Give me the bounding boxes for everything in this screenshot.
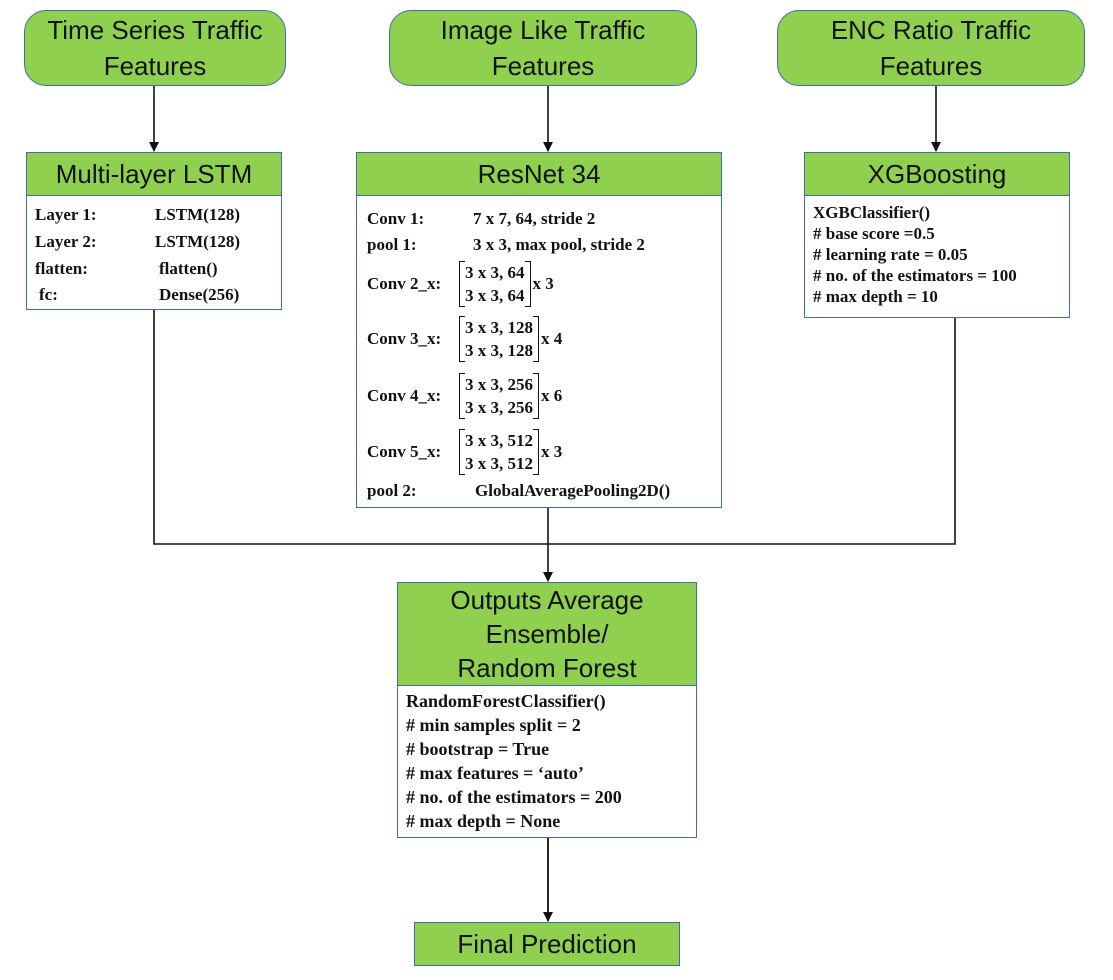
resnet-block-repeat: x 3 [532, 274, 554, 293]
xgb-param: XGBClassifier() [813, 203, 931, 222]
lstm-row-value: LSTM(128) [155, 232, 240, 251]
line-lstm-to-merge [153, 310, 548, 545]
ensemble-param: # bootstrap = True [406, 739, 550, 759]
matrix-bottom: 3 x 3, 512 [465, 454, 533, 473]
xgb-param: # no. of the estimators = 100 [813, 266, 1017, 285]
final-prediction-box: Final Prediction [414, 922, 680, 966]
matrix-top: 3 x 3, 256 [465, 375, 533, 394]
xgb-param: # max depth = 10 [813, 287, 938, 306]
resnet-block: Conv 3_x: 3 x 3, 128 3 x 3, 128 x 4 [367, 316, 562, 362]
lstm-row-value: flatten() [159, 259, 218, 278]
input-image-like-features: Image Like Traffic Features [389, 10, 697, 86]
lstm-title: Multi-layer LSTM [27, 153, 281, 196]
matrix-bottom: 3 x 3, 256 [465, 398, 533, 417]
matrix-bracket: 3 x 3, 128 3 x 3, 128 [459, 316, 539, 362]
resnet-block: Conv 5_x: 3 x 3, 512 3 x 3, 512 x 3 [367, 429, 562, 475]
ensemble-param: # max depth = None [406, 811, 561, 831]
lstm-row-label: flatten: [35, 259, 88, 278]
lstm-row-value: Dense(256) [159, 285, 240, 304]
resnet-block-repeat: x 6 [541, 386, 563, 405]
ensemble-param: # max features = ‘auto’ [406, 763, 584, 783]
ensemble-param: RandomForestClassifier() [406, 691, 606, 711]
matrix-bottom: 3 x 3, 128 [465, 341, 533, 360]
matrix-bottom: 3 x 3, 64 [465, 286, 525, 305]
input-time-series-features: Time Series Traffic Features [24, 10, 286, 86]
resnet-block-label: Conv 5_x: [367, 442, 442, 461]
lstm-box: Multi-layer LSTM Layer 1: LSTM(128) Laye… [26, 152, 282, 310]
lstm-row-label: Layer 2: [35, 232, 97, 251]
ensemble-param: # no. of the estimators = 200 [406, 787, 622, 807]
matrix-bracket: 3 x 3, 256 3 x 3, 256 [459, 373, 539, 419]
xgb-title: XGBoosting [805, 153, 1069, 196]
ensemble-box: Outputs Average Ensemble/ Random Forest … [397, 582, 697, 838]
matrix-top: 3 x 3, 512 [465, 431, 533, 450]
resnet-block-label: Conv 3_x: [367, 329, 442, 348]
resnet-row-value: 3 x 3, max pool, stride 2 [473, 235, 645, 254]
xgb-param: # learning rate = 0.05 [813, 245, 968, 264]
xgb-param: # base score =0.5 [813, 224, 935, 243]
lstm-row-label: fc: [39, 285, 58, 304]
resnet-row-label: pool 1: [367, 235, 417, 254]
matrix-top: 3 x 3, 128 [465, 318, 533, 337]
line-xgb-to-merge [548, 318, 956, 545]
resnet-block-label: Conv 2_x: [367, 274, 442, 293]
resnet-row-label: pool 2: [367, 481, 417, 500]
lstm-row-label: Layer 1: [35, 205, 97, 224]
resnet-row-label: Conv 1: [367, 209, 425, 228]
matrix-top: 3 x 3, 64 [465, 263, 525, 282]
resnet-block-repeat: x 4 [541, 329, 563, 348]
resnet-block-repeat: x 3 [541, 442, 563, 461]
resnet-block: Conv 2_x: 3 x 3, 64 3 x 3, 64 x 3 [367, 261, 554, 307]
resnet-block-label: Conv 4_x: [367, 386, 442, 405]
input-enc-ratio-features: ENC Ratio Traffic Features [777, 10, 1085, 86]
resnet-row-value: GlobalAveragePooling2D() [475, 481, 671, 500]
resnet-title: ResNet 34 [357, 153, 721, 196]
resnet-block: Conv 4_x: 3 x 3, 256 3 x 3, 256 x 6 [367, 373, 562, 419]
matrix-bracket: 3 x 3, 64 3 x 3, 64 [459, 261, 531, 307]
resnet-row-value: 7 x 7, 64, stride 2 [473, 209, 596, 228]
resnet-box: ResNet 34 Conv 1: 7 x 7, 64, stride 2 po… [356, 152, 722, 508]
ensemble-param: # min samples split = 2 [406, 715, 581, 735]
matrix-bracket: 3 x 3, 512 3 x 3, 512 [459, 429, 539, 475]
ensemble-title: Outputs Average Ensemble/ Random Forest [398, 583, 696, 686]
xgb-box: XGBoosting XGBClassifier() # base score … [804, 152, 1070, 318]
lstm-row-value: LSTM(128) [155, 205, 240, 224]
final-prediction-label: Final Prediction [457, 928, 637, 959]
